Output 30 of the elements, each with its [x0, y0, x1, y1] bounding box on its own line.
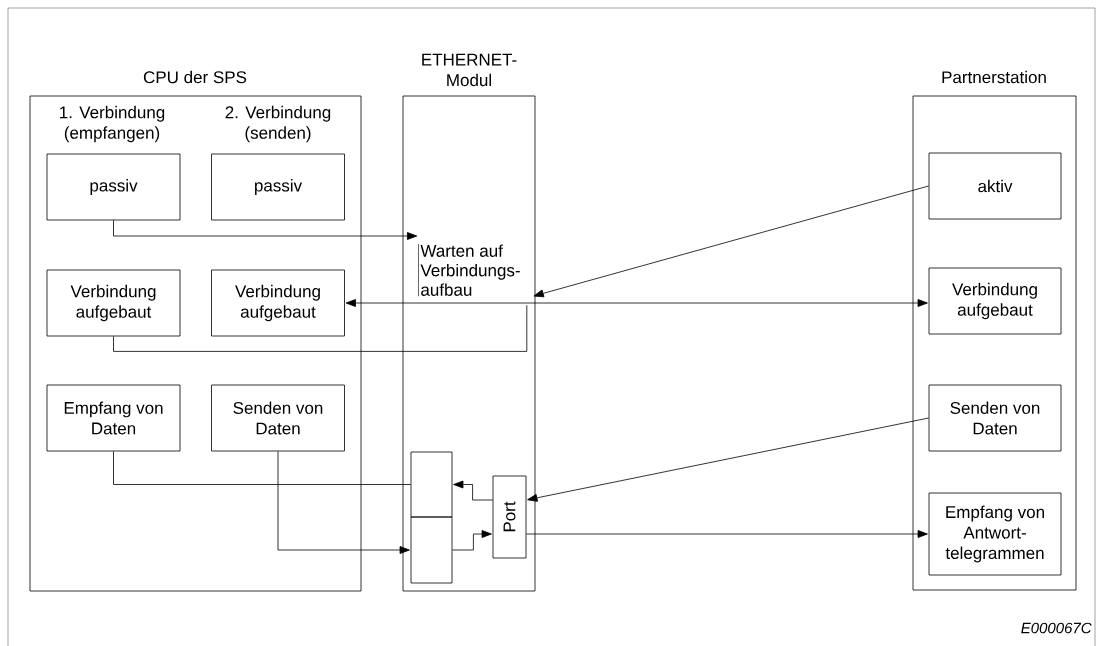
arrow: [533, 185, 929, 298]
panel-heading: CPU der SPS: [143, 70, 247, 84]
process-box: Verbindung aufgebaut: [928, 267, 1062, 335]
process-box: Empfang von Antwort- telegrammen: [928, 492, 1062, 576]
arrow: [453, 480, 493, 501]
panel-heading: Partnerstation: [942, 70, 1046, 84]
process-box: Senden von Daten: [928, 384, 1062, 452]
column-heading: 1. Verbindung (empfangen): [60, 105, 165, 143]
arrow: [452, 530, 492, 551]
arrow: [113, 220, 418, 240]
port-box: Port: [492, 475, 527, 559]
process-box: Senden von Daten: [211, 384, 345, 452]
buffer-box: [410, 516, 453, 584]
arrow: [526, 530, 928, 538]
process-box: Empfang von Daten: [46, 384, 181, 452]
process-box: Verbindung aufgebaut: [211, 269, 345, 337]
column-heading: 2. Verbindung (senden): [225, 105, 331, 143]
figure-code: E000067C: [1021, 622, 1092, 634]
arrow: [345, 299, 928, 307]
connector-line: [113, 304, 528, 352]
arrow: [527, 417, 929, 502]
arrow: [277, 451, 410, 554]
process-box: Verbindung aufgebaut: [46, 269, 181, 337]
connector-line: [113, 451, 411, 485]
buffer-box: [410, 451, 453, 518]
process-box: aktiv: [928, 152, 1062, 220]
state-text: Warten auf Verbindungs- aufbau: [418, 243, 520, 297]
process-box: passiv: [211, 153, 345, 221]
panel-heading: ETHERNET- Modul: [422, 53, 517, 87]
process-box: passiv: [46, 153, 181, 221]
